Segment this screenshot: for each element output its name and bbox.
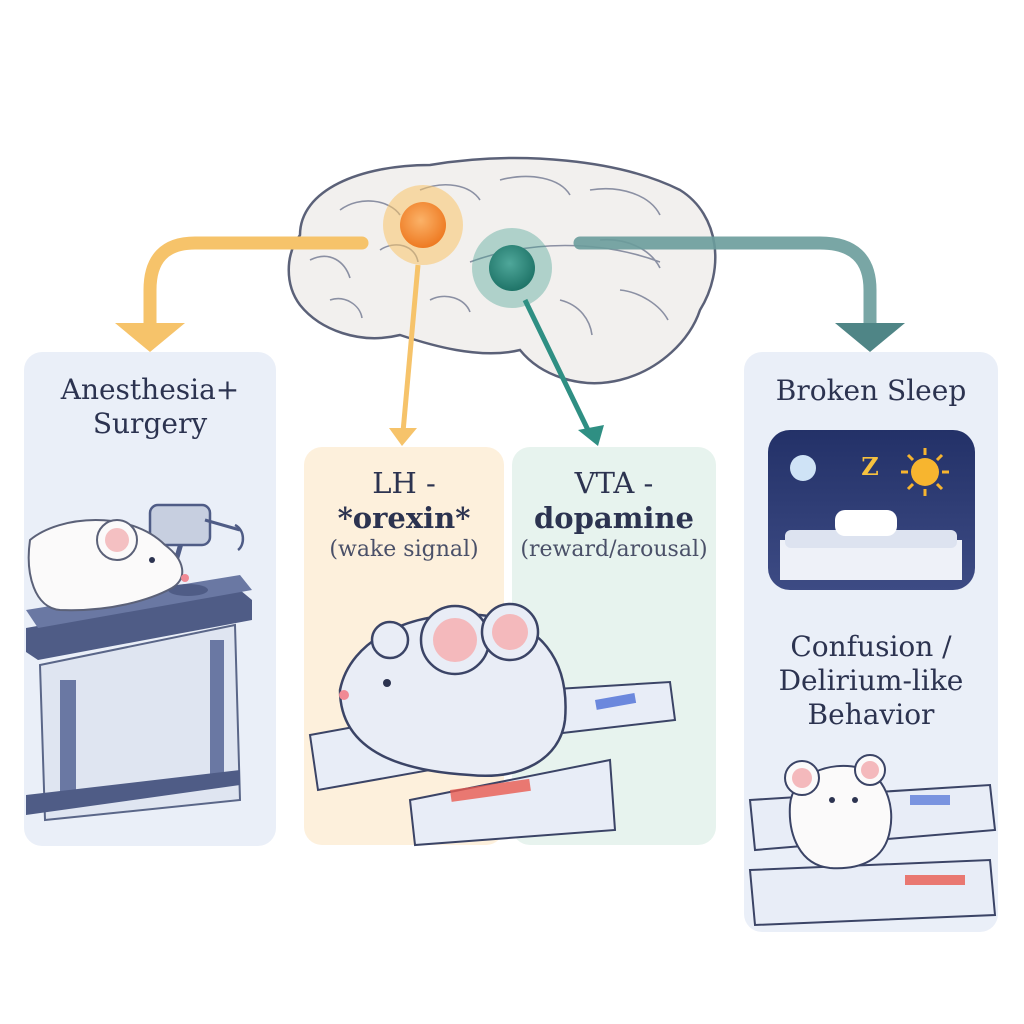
label-broken-sleep: Broken Sleep bbox=[775, 374, 967, 407]
label-anesthesia: Anesthesia+ Surgery bbox=[60, 373, 240, 441]
sun-icon bbox=[901, 448, 949, 496]
label-dopamine: VTA - dopamine (reward/arousal) bbox=[520, 466, 708, 562]
moon-icon bbox=[790, 455, 816, 481]
arrow-to-anesthesia bbox=[115, 236, 369, 352]
mouse-icon-middle bbox=[338, 602, 567, 777]
mouse-icon bbox=[27, 519, 189, 612]
surgical-lamp-icon bbox=[148, 503, 245, 596]
sleep-z-icon: Z bbox=[861, 452, 879, 481]
mouse-icon-right bbox=[784, 754, 893, 870]
orexin-node bbox=[383, 185, 463, 446]
night-scene bbox=[768, 430, 975, 590]
label-confusion: Confusion / Delirium-like Behavior bbox=[778, 630, 964, 732]
arrow-to-outcome bbox=[573, 236, 905, 352]
label-orexin: LH - *orexin* (wake signal) bbox=[329, 466, 479, 562]
dopamine-node bbox=[472, 228, 604, 446]
surgery-table bbox=[26, 575, 252, 822]
bed-icon bbox=[780, 510, 962, 580]
